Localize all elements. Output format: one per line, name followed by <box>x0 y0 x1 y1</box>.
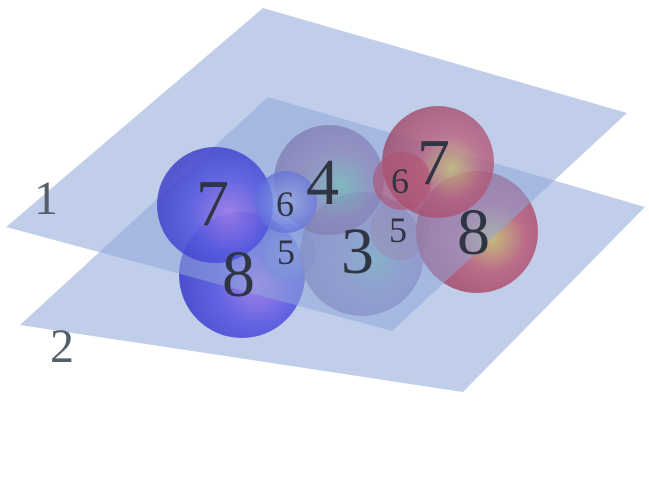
sphere-label-8-blue: 8 <box>222 238 255 311</box>
plane-1-label: 1 <box>34 172 58 225</box>
plane-2-label: 2 <box>50 320 74 373</box>
sphere-label-5-blue: 5 <box>277 232 295 272</box>
sphere-label-7-red: 7 <box>417 126 450 199</box>
sphere-label-3: 3 <box>341 215 374 288</box>
sphere-label-7-blue: 7 <box>196 167 229 240</box>
sphere-label-4: 4 <box>306 146 339 219</box>
sphere-label-6-red: 6 <box>391 161 409 201</box>
sphere-label-6-blue: 6 <box>276 184 294 224</box>
sphere-label-5-red: 5 <box>389 210 407 250</box>
sphere-label-8-red: 8 <box>457 196 490 269</box>
